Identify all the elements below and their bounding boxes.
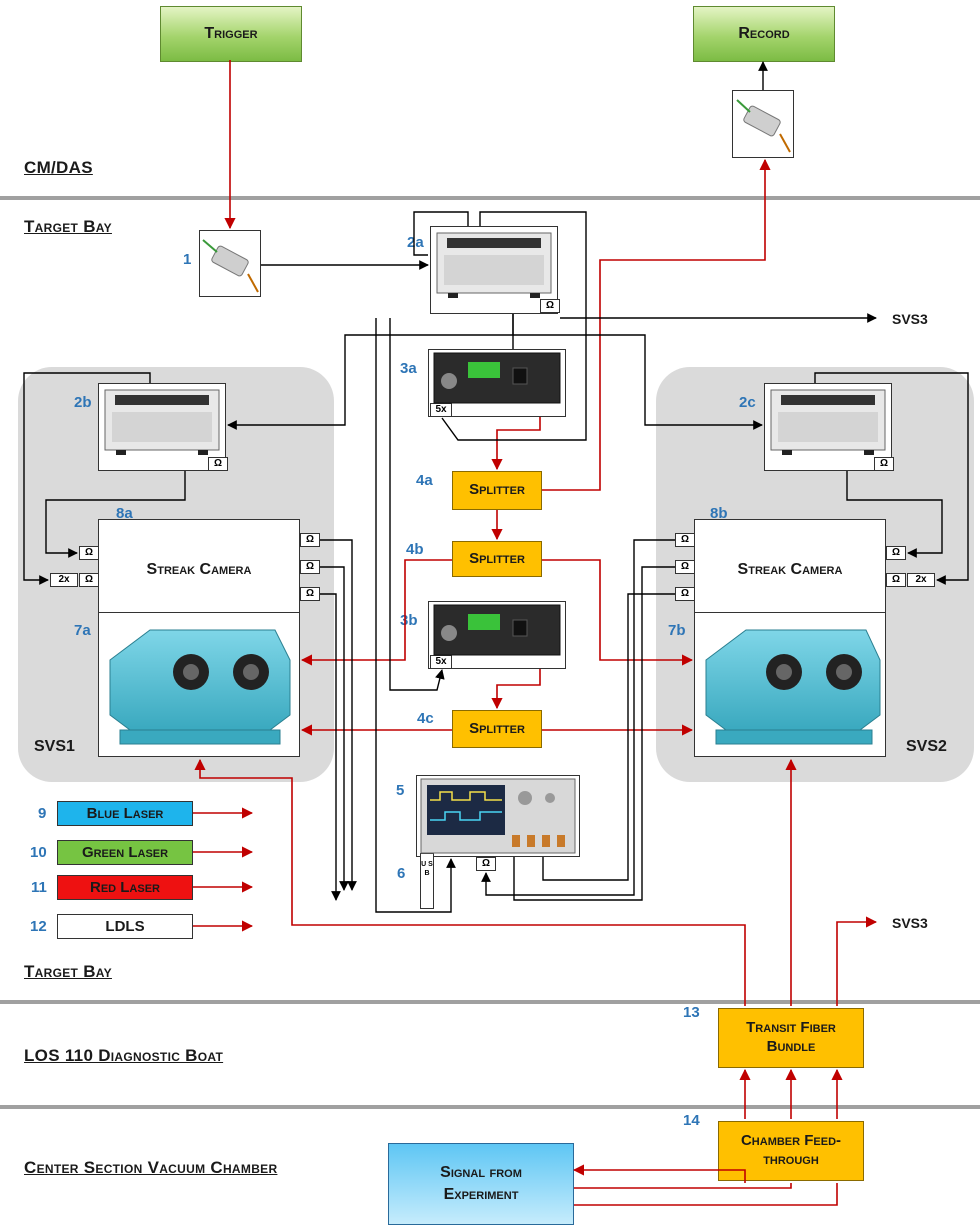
streak-camera-7a-body-icon — [110, 630, 290, 744]
signal-to-feedthrough-line-3 — [574, 1183, 837, 1205]
2b-to-8a-line — [46, 471, 185, 553]
streak-camera-7b-body-icon — [706, 630, 880, 744]
oscilloscope-5-icon — [421, 779, 575, 853]
driver-3b-to-splitter-4c-line — [497, 669, 540, 708]
splitter-4b-to-camera-7a-line — [302, 560, 452, 660]
2c-to-8b-line — [847, 471, 942, 553]
signal-to-feedthrough-line-1 — [574, 1170, 745, 1183]
driver-3a-to-splitter-4a-line — [497, 417, 540, 469]
signal-to-feedthrough-line-2 — [574, 1183, 791, 1188]
splitter-4b-to-camera-7b-line — [542, 560, 692, 660]
laser-driver-3b-icon — [434, 605, 560, 655]
delay-generator-2a-icon — [437, 233, 551, 298]
7a-output-2-line — [320, 567, 344, 890]
7a-output-3-line — [320, 594, 336, 900]
fiber-receiver-record-icon — [737, 100, 790, 152]
laser-driver-3a-icon — [434, 353, 560, 403]
fiber-bundle-to-svs3-line — [837, 922, 876, 1006]
delay-generator-2c-icon — [771, 390, 885, 455]
fiber-transmitter-1-icon — [203, 240, 258, 292]
delay-generator-2b-icon — [105, 390, 219, 455]
